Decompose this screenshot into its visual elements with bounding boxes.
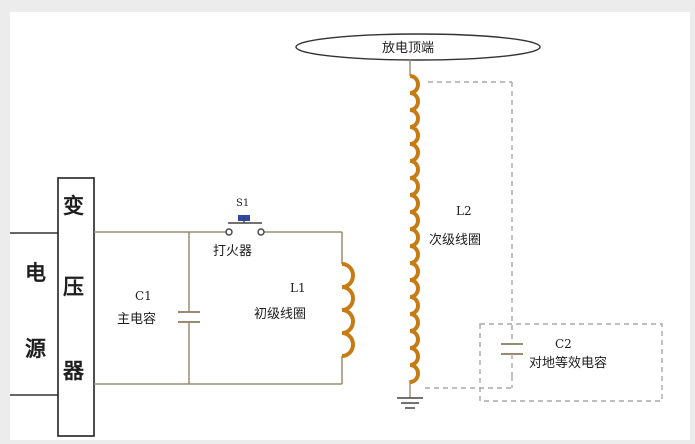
inductor-icon [341,262,355,358]
l2-name-label: 次级线圈 [429,232,481,248]
power-source-label-1: 电 [25,261,46,285]
c1-id-label: C1 [135,289,152,303]
l1-name-label: 初级线圈 [254,307,306,322]
l1-id-label: L1 [290,281,306,295]
transformer-box [57,177,95,437]
primary-circuit-wires [94,231,343,385]
s1-name-label: 打火器 [213,244,252,259]
c1-name-label: 主电容 [117,311,156,327]
transformer-label-1: 变 [63,194,84,218]
parasitic-path [425,81,663,402]
c2-name-label: 对地等效电容 [529,355,607,371]
power-source-leads [10,232,58,396]
power-source-label-2: 源 [25,337,46,361]
c2-id-label: C2 [555,337,572,351]
diagram-panel [10,12,690,440]
ground-icon [397,397,423,409]
s1-id-label: S1 [236,198,249,209]
l2-id-label: L2 [456,204,472,218]
transformer-label-3: 器 [62,359,85,383]
top-terminal-ellipse [295,33,541,61]
switch-icon [225,215,265,236]
top-terminal-label: 放电顶端 [382,41,434,56]
capacitor-icon [178,311,200,323]
transformer-label-2: 压 [63,275,84,299]
c2-dashed-box [479,323,663,402]
inductor-icon [409,74,420,384]
